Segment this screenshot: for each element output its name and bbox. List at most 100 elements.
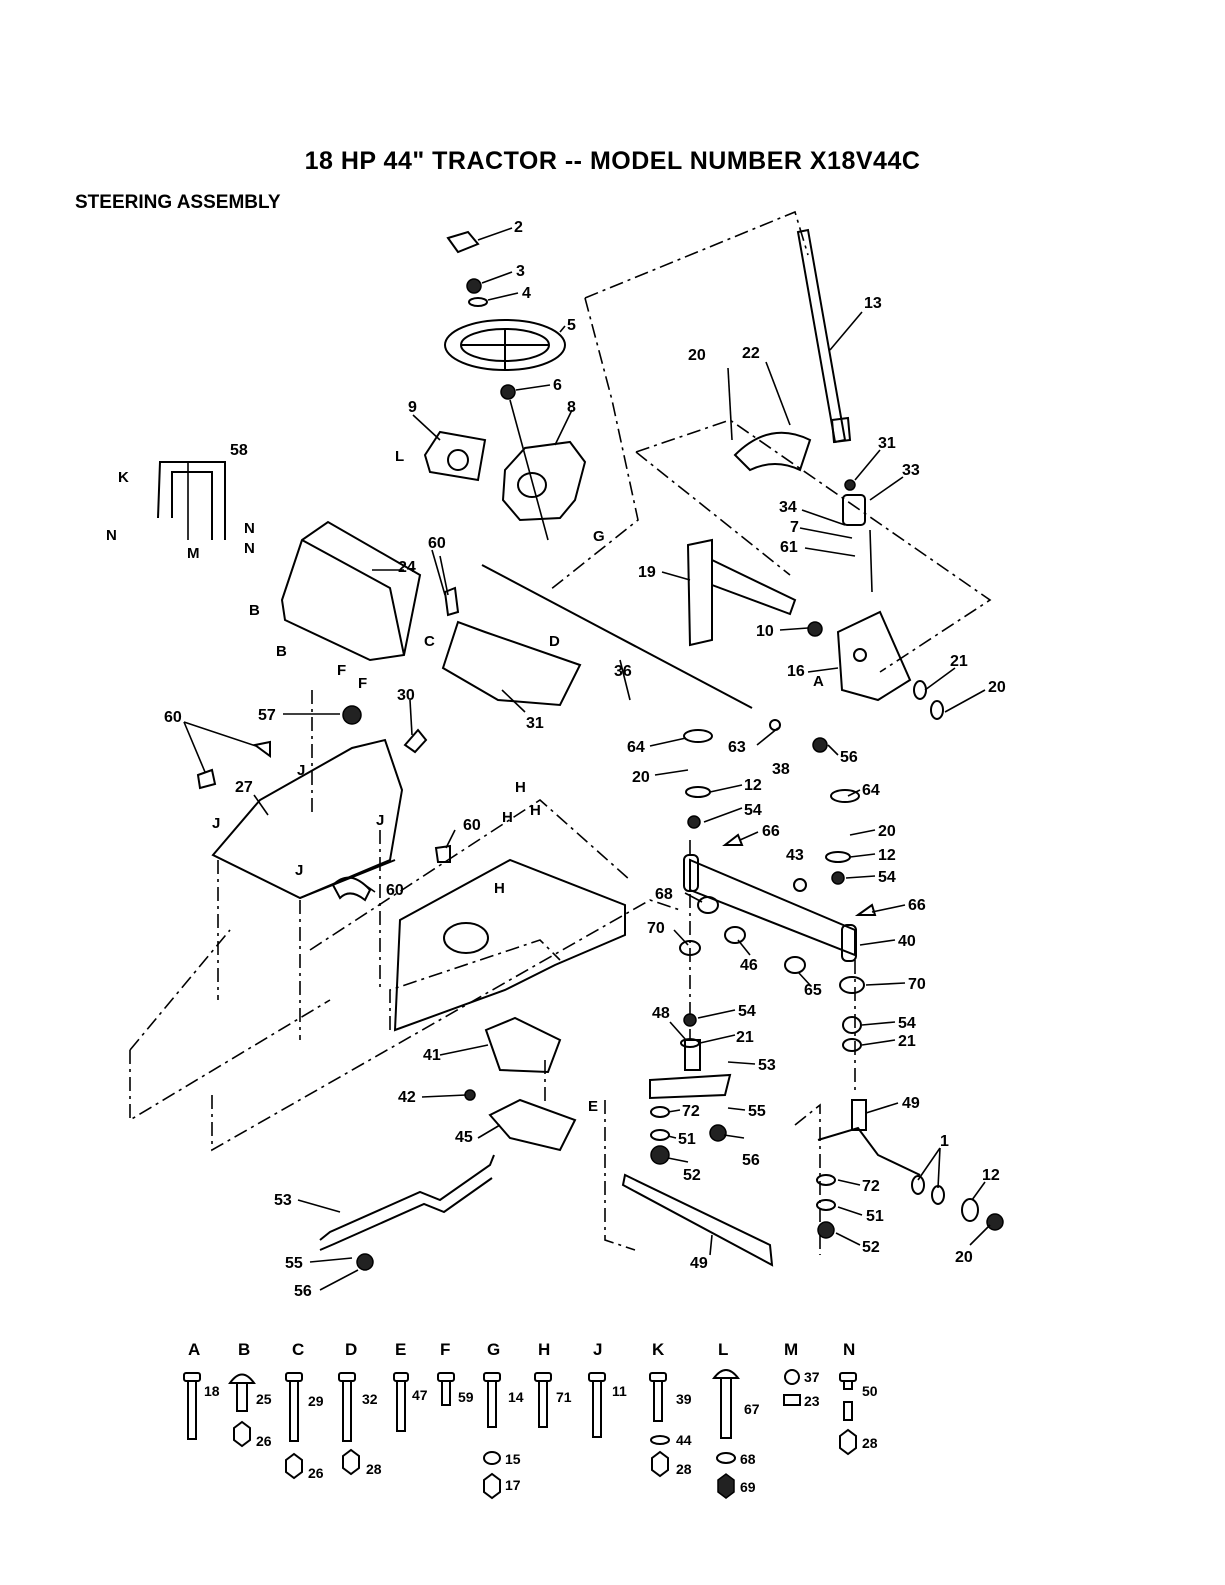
callout-53b: 52 xyxy=(862,1239,880,1256)
callout-12b: 12 xyxy=(878,847,896,864)
section-title: STEERING ASSEMBLY xyxy=(75,192,281,213)
key-G-part-2: 15 xyxy=(505,1451,521,1467)
callout-20b: 20 xyxy=(988,679,1006,696)
key-H-part-1: 71 xyxy=(556,1389,572,1405)
key-N-part-2: 28 xyxy=(862,1435,878,1451)
callout-31: 31 xyxy=(526,715,544,732)
hardware-key: A B C D E F G H J K L M N xyxy=(183,1340,878,1500)
callout-9: 9 xyxy=(408,399,417,416)
ref-N-right-1: N xyxy=(244,520,255,537)
key-A-part-1: 18 xyxy=(204,1383,220,1399)
part-plate-31 xyxy=(441,620,582,707)
callout-66b: 66 xyxy=(908,897,926,914)
callout-36: 36 xyxy=(614,663,632,680)
part-tie-rod-51 xyxy=(621,1173,774,1267)
key-L-part-1: 67 xyxy=(744,1401,760,1417)
callout-30: 30 xyxy=(397,687,415,704)
callout-35: 34 xyxy=(779,499,797,516)
hardware-key-part-numbers: 18 25 26 29 26 32 28 47 59 14 15 17 71 1… xyxy=(204,1369,878,1495)
ref-J-4: J xyxy=(295,862,303,879)
callout-68: 68 xyxy=(655,886,673,903)
key-M-part-1: 37 xyxy=(804,1369,820,1385)
callout-66a: 66 xyxy=(762,823,780,840)
callout-21b: 21 xyxy=(736,1029,754,1046)
ref-H-3: H xyxy=(502,809,513,826)
part-support-bracket-24 xyxy=(280,520,422,662)
callout-57c: 56 xyxy=(294,1283,312,1300)
ref-H-4: H xyxy=(494,880,505,897)
ref-K: K xyxy=(118,469,129,486)
part-front-axle xyxy=(683,854,857,974)
key-L-part-3: 69 xyxy=(740,1479,756,1495)
callout-56a: 55 xyxy=(748,1103,766,1120)
part-axle-bracket-41 xyxy=(484,1016,562,1074)
callout-48: 48 xyxy=(652,1005,670,1022)
key-letter-K: K xyxy=(652,1340,665,1359)
part-steering-console xyxy=(501,440,587,522)
callout-56b: 55 xyxy=(285,1255,303,1272)
callout-20a: 20 xyxy=(688,347,706,364)
part-floor-plate-27 xyxy=(211,738,404,900)
part-drag-link xyxy=(481,564,753,709)
key-D-part-1: 32 xyxy=(362,1391,378,1407)
key-letter-F: F xyxy=(440,1340,450,1359)
part-stack-left xyxy=(650,729,713,1141)
ref-D: D xyxy=(549,633,560,650)
callout-6: 6 xyxy=(553,377,562,394)
callout-61b: 60 xyxy=(164,709,182,726)
callout-72b: 72 xyxy=(862,1178,880,1195)
ref-A: A xyxy=(813,673,824,690)
callout-64: 61 xyxy=(780,539,798,556)
key-B-part-2: 26 xyxy=(256,1433,272,1449)
callout-12c: 12 xyxy=(982,1167,1000,1184)
part-frame xyxy=(393,858,626,1032)
ref-M: M xyxy=(187,545,200,562)
key-N-part-1: 50 xyxy=(862,1383,878,1399)
leader-lines xyxy=(183,227,991,1291)
reference-letter-markers: K N M N N L G B B C D F F A J J J J H H … xyxy=(106,448,824,1115)
callout-72a: 72 xyxy=(682,1103,700,1120)
part-steering-cap xyxy=(446,230,480,254)
callout-65: 65 xyxy=(804,982,822,999)
key-G-part-1: 14 xyxy=(508,1389,524,1405)
ref-F-1: F xyxy=(337,662,346,679)
part-dash-plate xyxy=(423,430,487,482)
callout-16: 16 xyxy=(787,663,805,680)
hardware-key-letters: A B C D E F G H J K L M N xyxy=(188,1340,855,1359)
key-B-part-1: 25 xyxy=(256,1391,272,1407)
callout-45: 46 xyxy=(740,957,758,974)
ref-B-1: B xyxy=(249,602,260,619)
callout-3: 3 xyxy=(516,263,525,280)
key-C-part-2: 26 xyxy=(308,1465,324,1481)
ref-L: L xyxy=(395,448,404,465)
callout-40: 40 xyxy=(898,933,916,950)
part-misc-hardware xyxy=(196,586,1004,1231)
callout-55a: 53 xyxy=(758,1057,776,1074)
callout-4: 4 xyxy=(522,285,531,302)
key-D-part-2: 28 xyxy=(366,1461,382,1477)
ref-F-2: F xyxy=(358,675,367,692)
key-letter-L: L xyxy=(718,1340,728,1359)
part-stack-right xyxy=(816,789,865,1211)
key-letter-N: N xyxy=(843,1340,855,1359)
part-pinion-assembly xyxy=(842,479,873,593)
callout-19: 19 xyxy=(638,564,656,581)
key-K-part-1: 39 xyxy=(676,1391,692,1407)
key-J-part-1: 11 xyxy=(612,1383,627,1399)
key-letter-C: C xyxy=(292,1340,304,1359)
key-letter-A: A xyxy=(188,1340,200,1359)
callout-42: 42 xyxy=(398,1089,416,1106)
callout-52a: 51 xyxy=(678,1131,696,1148)
callout-10: 10 xyxy=(756,623,774,640)
callout-46: 43 xyxy=(786,847,804,864)
key-letter-H: H xyxy=(538,1340,550,1359)
key-M-part-2: 23 xyxy=(804,1393,820,1409)
ref-J-1: J xyxy=(297,762,305,779)
callout-55b: 53 xyxy=(274,1192,292,1209)
callout-5: 5 xyxy=(567,317,576,334)
part-bracket-60 xyxy=(157,461,226,540)
callout-22: 22 xyxy=(742,345,760,362)
callout-20d: 20 xyxy=(878,823,896,840)
callout-61a: 60 xyxy=(428,535,446,552)
